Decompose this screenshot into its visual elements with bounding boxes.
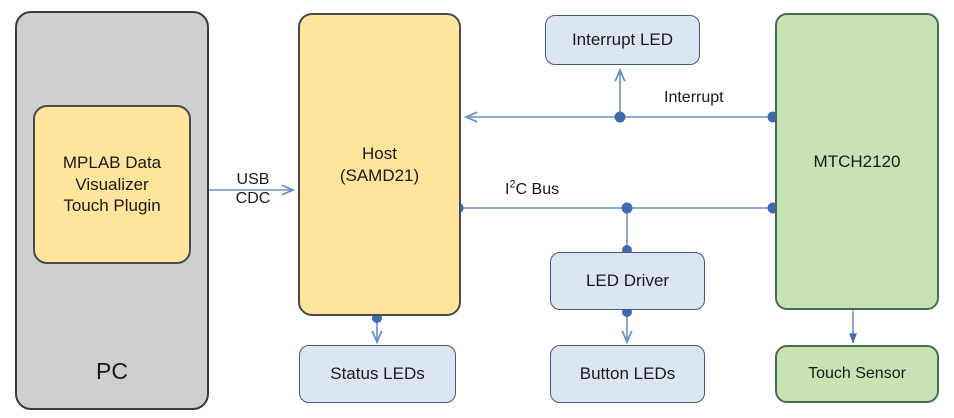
block-button-leds[interactable]: Button LEDs [550,345,705,403]
edge-label-usb-cdc: USB CDC [235,171,271,208]
block-button-leds-label: Button LEDs [579,364,676,384]
junction-i2c-led-driver [621,202,633,214]
block-host-label: Host (SAMD21) [339,143,420,185]
block-mplab-plugin-label: MPLAB Data Visualizer Touch Plugin [62,152,162,216]
i2c-label-prefix: I [505,181,510,198]
block-interrupt-led-label: Interrupt LED [571,30,674,50]
block-led-driver-label: LED Driver [585,271,670,291]
edge-label-interrupt: Interrupt [664,89,724,106]
block-status-leds[interactable]: Status LEDs [299,345,456,403]
block-touch-sensor-label: Touch Sensor [808,364,906,382]
junction-interrupt-led [614,111,626,123]
block-interrupt-led[interactable]: Interrupt LED [545,15,700,65]
block-mtch2120-label: MTCH2120 [813,151,901,171]
block-pc-label: PC [96,358,128,384]
block-touch-sensor[interactable]: Touch Sensor [775,345,939,403]
block-status-leds-label: Status LEDs [330,364,425,384]
block-led-driver[interactable]: LED Driver [550,252,705,310]
i2c-label-suffix: C Bus [515,181,560,198]
block-mtch2120[interactable]: MTCH2120 [775,13,939,310]
i2c-label-superscript: 2 [509,178,516,191]
edge-label-i2c-bus: I2C Bus [505,178,560,199]
block-mplab-data-visualizer-touch-plugin[interactable]: MPLAB Data Visualizer Touch Plugin [33,105,191,264]
block-host-samd21[interactable]: Host (SAMD21) [298,13,461,316]
